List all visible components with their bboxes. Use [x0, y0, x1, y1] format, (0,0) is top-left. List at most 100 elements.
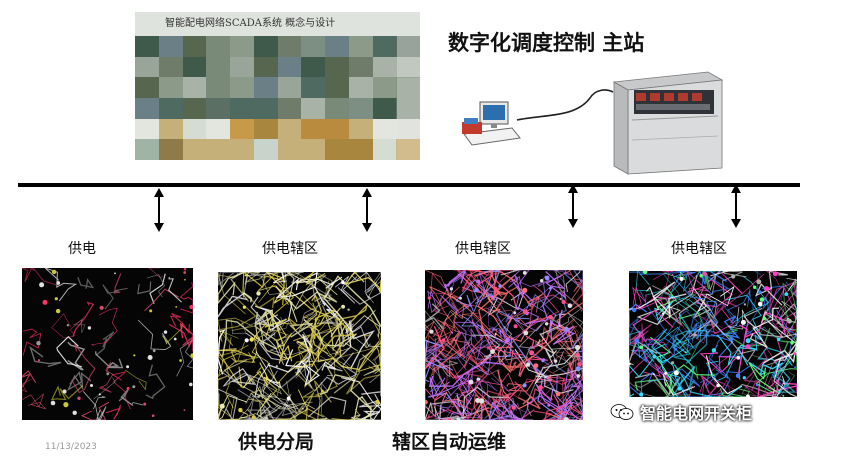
map-node — [755, 383, 759, 387]
cover-pixel — [158, 77, 183, 99]
map-line — [635, 372, 679, 396]
map-line — [719, 388, 743, 397]
map-line — [269, 310, 320, 356]
map-line — [724, 294, 764, 352]
branch-label: 供电辖区 — [262, 241, 318, 257]
cover-pixel — [277, 56, 302, 78]
map-line — [760, 365, 787, 397]
map-node — [114, 272, 116, 275]
map-line — [560, 367, 583, 411]
map-line — [723, 327, 771, 348]
map-node — [143, 402, 147, 406]
map-node — [62, 389, 67, 394]
map-line — [662, 271, 675, 273]
map-line — [567, 352, 583, 377]
map-node — [525, 362, 531, 367]
map-line — [310, 294, 325, 331]
map-line — [473, 270, 533, 342]
map-node — [693, 333, 697, 337]
map-line — [563, 270, 583, 291]
cover-pixel — [325, 77, 350, 99]
map-node — [548, 286, 552, 290]
map-node — [756, 279, 762, 285]
document-cover-image — [135, 12, 420, 160]
map-line — [344, 272, 381, 293]
map-line — [565, 270, 583, 292]
network-map-image — [218, 272, 381, 420]
map-line — [148, 268, 163, 278]
caption-auto-operation: 辖区自动运维 — [392, 431, 507, 453]
map-line — [242, 362, 271, 389]
map-line — [425, 310, 458, 334]
map-line — [686, 271, 712, 299]
map-node — [427, 296, 431, 300]
map-line — [231, 317, 266, 335]
map-node — [541, 359, 545, 363]
map-line — [521, 284, 560, 333]
map-line — [278, 332, 293, 364]
map-line — [260, 272, 301, 296]
cover-pixel — [158, 139, 183, 160]
map-line — [294, 323, 341, 370]
map-node — [56, 281, 61, 285]
map-line — [656, 336, 676, 380]
map-node — [320, 389, 324, 393]
cover-pixel — [348, 77, 373, 99]
map-line — [124, 369, 147, 391]
map-node — [522, 271, 527, 275]
cover-pixel — [158, 56, 183, 78]
map-node — [341, 304, 345, 309]
map-line — [474, 357, 510, 392]
cover-pixel — [301, 36, 326, 58]
map-line — [334, 276, 356, 304]
map-line — [673, 312, 696, 387]
map-node — [745, 344, 751, 350]
map-node — [244, 274, 247, 277]
map-line — [98, 361, 114, 393]
map-node — [762, 316, 767, 321]
map-node — [494, 286, 498, 291]
map-line — [710, 342, 774, 388]
map-node — [341, 280, 345, 285]
map-node — [529, 350, 535, 356]
map-node — [173, 337, 177, 341]
map-line — [218, 388, 238, 420]
map-line — [477, 346, 523, 365]
map-line — [22, 328, 42, 356]
map-line — [629, 290, 666, 346]
map-line — [494, 335, 548, 393]
map-node — [639, 345, 644, 350]
map-line — [250, 296, 268, 326]
map-line — [688, 271, 733, 308]
map-node — [190, 353, 193, 358]
map-line — [258, 272, 330, 303]
map-node — [745, 338, 751, 344]
master-station-title: 数字化调度控制 主站 — [448, 31, 645, 55]
map-node — [494, 333, 497, 335]
map-line — [137, 319, 172, 351]
map-node — [540, 279, 544, 283]
map-line — [438, 329, 461, 358]
cover-pixel — [277, 118, 302, 140]
cover-pixel — [135, 36, 160, 58]
map-line — [461, 378, 496, 420]
map-line — [537, 380, 558, 405]
map-node — [37, 359, 41, 362]
map-node — [476, 377, 480, 381]
map-line — [255, 329, 293, 341]
map-line — [242, 272, 304, 298]
map-line — [697, 273, 718, 319]
map-line — [425, 303, 445, 330]
map-line — [710, 272, 764, 335]
map-node — [575, 352, 580, 357]
map-line — [439, 363, 460, 390]
map-line — [179, 322, 193, 352]
map-line — [489, 270, 518, 284]
map-node — [242, 305, 246, 309]
map-node — [441, 338, 446, 342]
map-line — [459, 282, 487, 334]
map-line — [218, 349, 255, 388]
map-line — [503, 324, 542, 361]
map-node — [163, 330, 168, 334]
map-line — [93, 377, 116, 400]
